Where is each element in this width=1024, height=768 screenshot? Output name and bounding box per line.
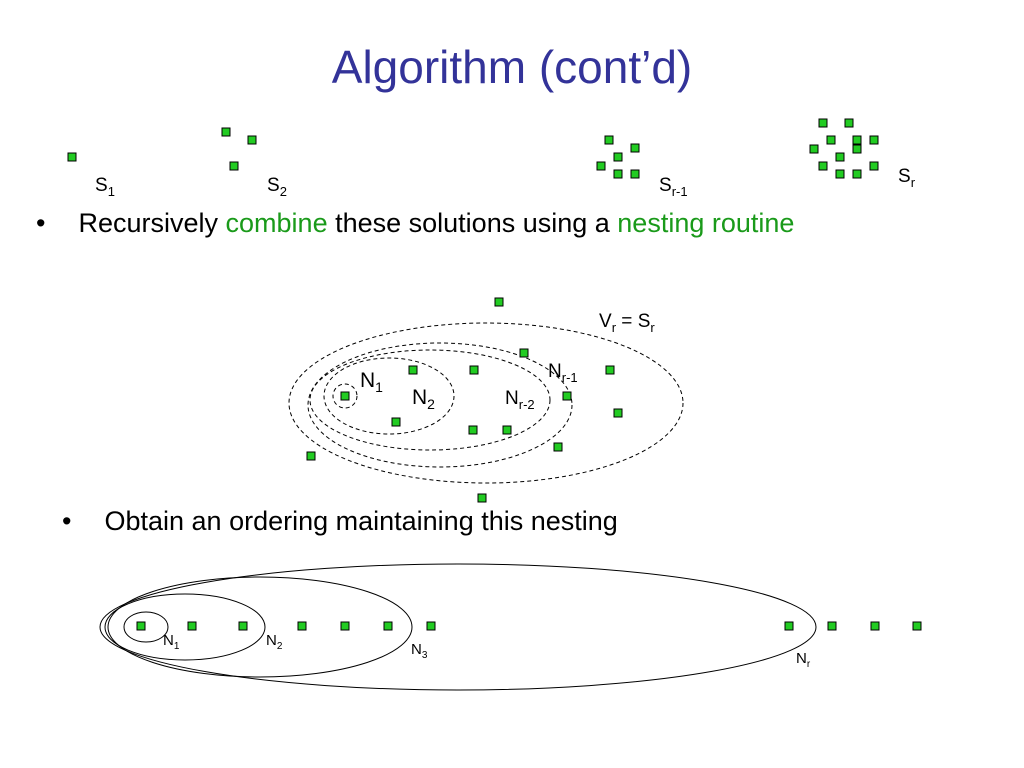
node bbox=[596, 161, 606, 171]
node bbox=[835, 169, 845, 179]
ordering-ellipses bbox=[99, 563, 817, 691]
set-s1: S1 bbox=[67, 152, 115, 199]
nesting-label-n-r-minus-2: Nr-2 bbox=[505, 388, 535, 412]
vr-equals-sr-label: Vr = Sr bbox=[599, 311, 655, 335]
node bbox=[613, 152, 623, 162]
node bbox=[784, 621, 794, 631]
set-label-s-r: Sr bbox=[898, 166, 916, 190]
ordering-label-n3: N3 bbox=[411, 641, 428, 661]
node bbox=[553, 442, 563, 452]
highlight-nesting-routine: nesting routine bbox=[617, 208, 795, 238]
node bbox=[835, 152, 845, 162]
node bbox=[630, 169, 640, 179]
node bbox=[426, 621, 436, 631]
nesting-label-n2: N2 bbox=[412, 386, 435, 412]
node bbox=[468, 425, 478, 435]
bullet-obtain-ordering: • Obtain an ordering maintaining this ne… bbox=[62, 506, 618, 537]
bullet-text-a: Recursively bbox=[78, 208, 226, 238]
node bbox=[630, 143, 640, 153]
node bbox=[613, 169, 623, 179]
node bbox=[912, 621, 922, 631]
node bbox=[613, 408, 623, 418]
node bbox=[869, 135, 879, 145]
bullet-text: Obtain an ordering maintaining this nest… bbox=[104, 506, 618, 536]
node bbox=[852, 169, 862, 179]
node bbox=[519, 348, 529, 358]
node bbox=[605, 365, 615, 375]
ordering-label-n-r: Nr bbox=[796, 650, 811, 670]
node bbox=[844, 118, 854, 128]
nested-ellipses bbox=[288, 322, 684, 484]
node bbox=[383, 621, 393, 631]
node bbox=[604, 135, 614, 145]
set-s-r: Sr bbox=[809, 118, 916, 190]
node bbox=[136, 621, 146, 631]
node bbox=[852, 144, 862, 154]
node bbox=[221, 127, 231, 137]
node bbox=[818, 118, 828, 128]
node bbox=[247, 135, 257, 145]
ellipse-n-2 bbox=[323, 357, 455, 435]
ordering-ellipse-n1 bbox=[123, 611, 169, 643]
node bbox=[391, 417, 401, 427]
nesting-label-n-r-minus-1: Nr-1 bbox=[548, 361, 578, 385]
set-label-s-r-minus-1: Sr-1 bbox=[659, 175, 688, 199]
ordering-ellipse-n-r bbox=[99, 563, 817, 691]
nesting-labels: Vr = Sr N1 N2 Nr-2 Nr-1 bbox=[360, 311, 655, 412]
node bbox=[187, 621, 197, 631]
node bbox=[340, 621, 350, 631]
node bbox=[67, 152, 77, 162]
node bbox=[408, 365, 418, 375]
ordering-label-n2: N2 bbox=[266, 632, 283, 652]
set-label-s1: S1 bbox=[95, 175, 115, 199]
bullet-text-b: these solutions using a bbox=[327, 208, 618, 238]
solution-sets: S1 S2 Sr-1 bbox=[67, 118, 916, 199]
node bbox=[238, 621, 248, 631]
node bbox=[809, 144, 819, 154]
ordering-label-n1: N1 bbox=[163, 632, 180, 652]
node bbox=[502, 425, 512, 435]
node bbox=[229, 161, 239, 171]
node bbox=[869, 161, 879, 171]
bullet-recursively-combine: • Recursively combine these solutions us… bbox=[36, 208, 794, 239]
node bbox=[469, 365, 479, 375]
nesting-label-n1: N1 bbox=[360, 369, 383, 395]
slide-title: Algorithm (cont’d) bbox=[331, 41, 693, 93]
ordering-nodes bbox=[136, 621, 922, 631]
node bbox=[852, 135, 862, 145]
node bbox=[827, 621, 837, 631]
ellipse-v-r bbox=[288, 322, 684, 484]
node bbox=[306, 451, 316, 461]
set-s2: S2 bbox=[221, 127, 287, 199]
bullet-marker: • bbox=[36, 208, 46, 238]
node bbox=[340, 391, 350, 401]
ordering-ellipse-n3 bbox=[107, 576, 413, 678]
node bbox=[826, 135, 836, 145]
node bbox=[870, 621, 880, 631]
highlight-combine: combine bbox=[225, 208, 328, 238]
set-s-r-minus-1: Sr-1 bbox=[596, 135, 688, 199]
node bbox=[297, 621, 307, 631]
node bbox=[494, 297, 504, 307]
node bbox=[477, 493, 487, 503]
ellipse-n-r-minus-2 bbox=[309, 349, 551, 451]
node bbox=[818, 161, 828, 171]
ordering-ellipse-n2 bbox=[104, 593, 266, 661]
ellipse-n-r-minus-1 bbox=[307, 342, 573, 468]
ordering-labels: N1 N2 N3 Nr bbox=[163, 632, 811, 670]
bullet-marker: • bbox=[62, 506, 72, 536]
nesting-nodes bbox=[306, 297, 623, 503]
set-label-s2: S2 bbox=[267, 175, 287, 199]
node bbox=[562, 391, 572, 401]
ellipse-n-1 bbox=[332, 383, 358, 409]
